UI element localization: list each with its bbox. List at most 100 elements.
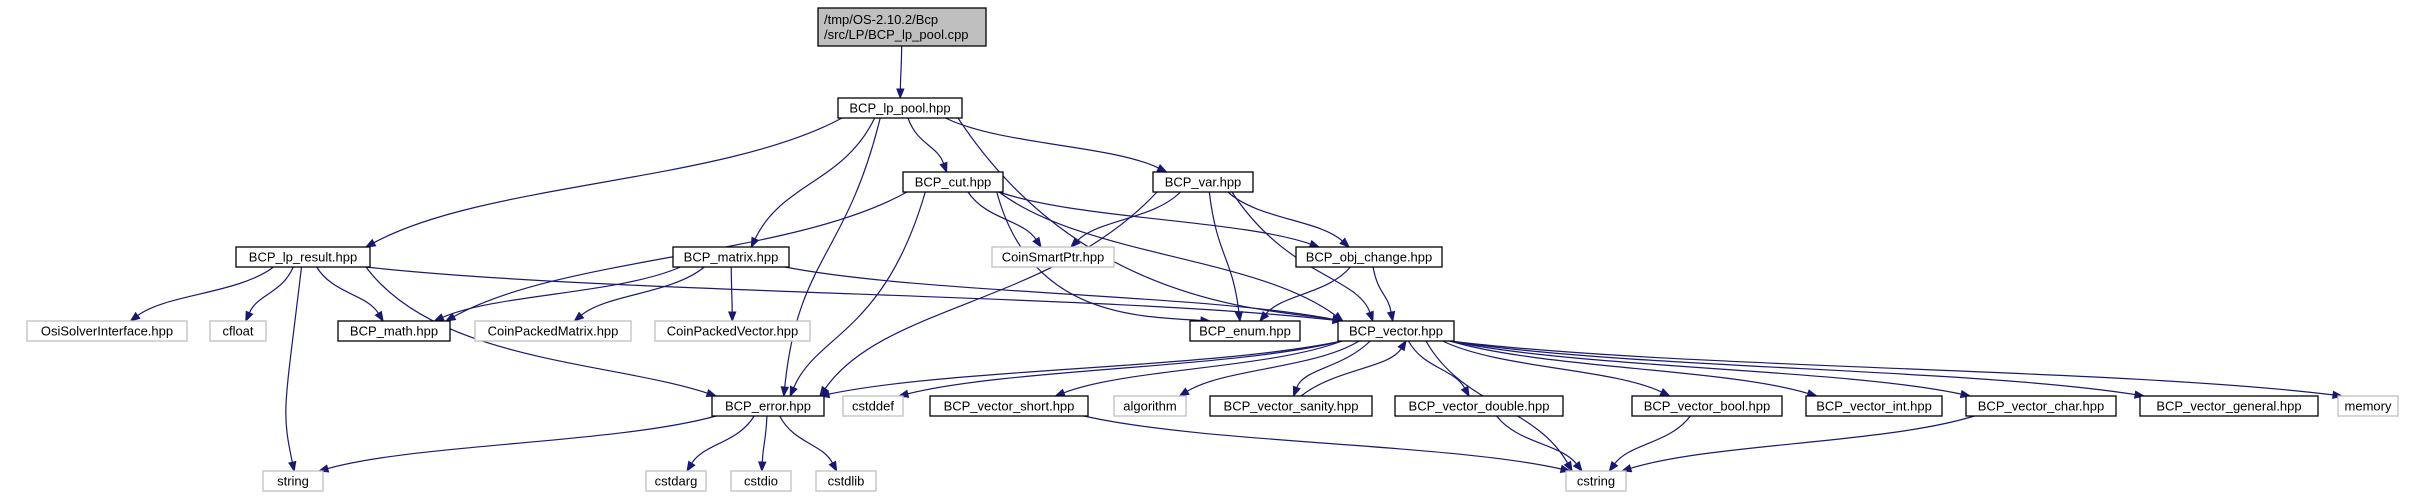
node-bcp-lp-pool-hpp[interactable]: BCP_lp_pool.hpp <box>837 97 963 119</box>
edge-line <box>580 266 705 316</box>
node-label: BCP_vector_double.hpp <box>1409 399 1550 414</box>
edge-arrowhead <box>573 311 585 322</box>
node-box <box>902 171 1004 193</box>
edge-line <box>1063 340 1343 394</box>
edge-arrowhead <box>789 385 798 398</box>
node-box <box>26 320 188 342</box>
edge-bcp-vector-hpp-to-bcp-vector-sanity-hpp <box>1292 340 1371 398</box>
node-box <box>337 320 451 342</box>
node-label: BCP_error.hpp <box>725 399 811 414</box>
edge-line <box>248 266 294 314</box>
node-box <box>711 395 825 417</box>
node-label: cstdio <box>744 474 778 489</box>
edge-line <box>316 266 379 314</box>
node-box <box>262 470 324 492</box>
node-cfloat: cfloat <box>209 320 267 342</box>
edge-line <box>998 191 1311 245</box>
node-bcp-enum-hpp[interactable]: BCP_enum.hpp <box>1189 320 1301 342</box>
node-label: BCP_vector_short.hpp <box>944 399 1075 414</box>
node-label: cstddef <box>852 399 894 414</box>
edge-line <box>442 266 681 318</box>
node-box <box>730 470 792 492</box>
node-coinpackedvector-hpp: CoinPackedVector.hpp <box>654 320 811 342</box>
edge-arrowhead <box>780 386 790 398</box>
edge-arrowhead <box>1178 387 1190 397</box>
edge-line <box>1449 340 1809 394</box>
edge-bcp-matrix-hpp-to-coinpackedvector-hpp <box>727 266 737 323</box>
edge-line <box>1630 415 1975 469</box>
node-coinsmartptr-hpp: CoinSmartPtr.hpp <box>991 246 1115 268</box>
edge-arrowhead <box>1070 237 1081 248</box>
node-bcp-vector-double-hpp[interactable]: BCP_vector_double.hpp <box>1394 395 1564 417</box>
node-bcp-math-hpp[interactable]: BCP_math.hpp <box>337 320 451 342</box>
edge-bcp-lp-result-hpp-to-string <box>285 266 303 473</box>
node-box <box>817 7 987 47</box>
node-bcp-vector-sanity-hpp[interactable]: BCP_vector_sanity.hpp <box>1209 395 1373 417</box>
edge-bcp-lp-pool-hpp-to-bcp-error-hpp <box>780 117 881 398</box>
node-cstdio: cstdio <box>730 470 792 492</box>
edge-line <box>1449 340 2334 396</box>
node-bcp-vector-hpp[interactable]: BCP_vector.hpp <box>1337 320 1455 342</box>
edge-line <box>1083 415 1562 470</box>
node-bcp-cut-hpp[interactable]: BCP_cut.hpp <box>902 171 1004 193</box>
node-box <box>837 97 963 119</box>
edge-bcp-vector-hpp-to-bcp-vector-general-hpp <box>1449 340 2146 399</box>
node-bcp-vector-bool-hpp[interactable]: BCP_vector_bool.hpp <box>1631 395 1783 417</box>
edge-line <box>365 266 708 394</box>
node-box <box>474 320 632 342</box>
edge-arrowhead <box>129 311 141 322</box>
edge-line <box>1614 415 1691 465</box>
edge-bcp-cut-hpp-to-coinsmartptr-hpp <box>967 191 1042 249</box>
edge-line <box>1227 191 1343 242</box>
node-box <box>1295 246 1443 268</box>
edge-bcp-vector-char-hpp-to-cstring <box>1620 415 1975 473</box>
node-bcp-vector-int-hpp[interactable]: BCP_vector_int.hpp <box>1805 395 1943 417</box>
node-bcp-lp-result-hpp[interactable]: BCP_lp_result.hpp <box>235 246 371 268</box>
node-label: BCP_enum.hpp <box>1199 324 1291 339</box>
edge-arrowhead <box>1386 310 1396 323</box>
node-label: string <box>277 474 309 489</box>
edge-line <box>967 191 1037 240</box>
node-bcp-vector-short-hpp[interactable]: BCP_vector_short.hpp <box>929 395 1089 417</box>
node-bcp-obj-change-hpp[interactable]: BCP_obj_change.hpp <box>1295 246 1443 268</box>
edge-bcp-error-hpp-to-cstdio <box>758 415 768 473</box>
edge-line <box>1442 340 1662 393</box>
edge-bcp-error-hpp-to-string <box>317 415 717 473</box>
node-box <box>1189 320 1301 342</box>
node-bcp-vector-char-hpp[interactable]: BCP_vector_char.hpp <box>1965 395 2117 417</box>
edge-bcp-lp-pool-hpp-to-bcp-var-hpp <box>945 117 1168 173</box>
node-label: CoinPackedVector.hpp <box>667 324 799 339</box>
edge-line <box>824 191 1158 389</box>
edge-line <box>784 117 881 388</box>
node-bcp-error-hpp[interactable]: BCP_error.hpp <box>711 395 825 417</box>
node-coinpackedmatrix-hpp: CoinPackedMatrix.hpp <box>474 320 632 342</box>
node-box <box>991 246 1115 268</box>
edge-bcp-vector-short-hpp-to-cstring <box>1083 415 1572 474</box>
node-label: BCP_var.hpp <box>1165 175 1242 190</box>
edge-arrowhead <box>245 310 254 323</box>
node-box <box>209 320 267 342</box>
edge-bcp-cut-hpp-to-bcp-obj-change-hpp <box>998 191 1321 248</box>
node-label: /src/LP/BCP_lp_pool.cpp <box>824 27 969 42</box>
node-cstring: cstring <box>1565 470 1627 492</box>
edge-line <box>285 266 303 463</box>
edge-arrowhead <box>1608 460 1619 473</box>
node-label: BCP_lp_result.hpp <box>249 250 357 265</box>
edge-arrowhead <box>1032 236 1042 249</box>
node-algorithm: algorithm <box>1113 395 1187 417</box>
node-layer: /tmp/OS-2.10.2/Bcp/src/LP/BCP_lp_pool.cp… <box>26 7 2399 492</box>
edge-arrowhead <box>1339 237 1351 248</box>
edge-line <box>365 266 1334 321</box>
edge-arrowhead <box>727 311 737 323</box>
edge-arrowhead <box>2332 390 2344 400</box>
node-bcp-matrix-hpp[interactable]: BCP_matrix.hpp <box>672 246 790 268</box>
edge-line <box>1407 340 1466 389</box>
edge-line <box>828 340 1343 395</box>
node-bcp-vector-general-hpp[interactable]: BCP_vector_general.hpp <box>2139 395 2319 417</box>
node-bcp-var-hpp[interactable]: BCP_var.hpp <box>1152 171 1254 193</box>
node-label: cstdlib <box>828 474 865 489</box>
node-label: BCP_obj_change.hpp <box>1306 250 1433 265</box>
edge-bcp-matrix-hpp-to-coinpackedmatrix-hpp <box>573 266 705 322</box>
edge-line <box>730 266 733 313</box>
node-root[interactable]: /tmp/OS-2.10.2/Bcp/src/LP/BCP_lp_pool.cp… <box>817 7 987 47</box>
